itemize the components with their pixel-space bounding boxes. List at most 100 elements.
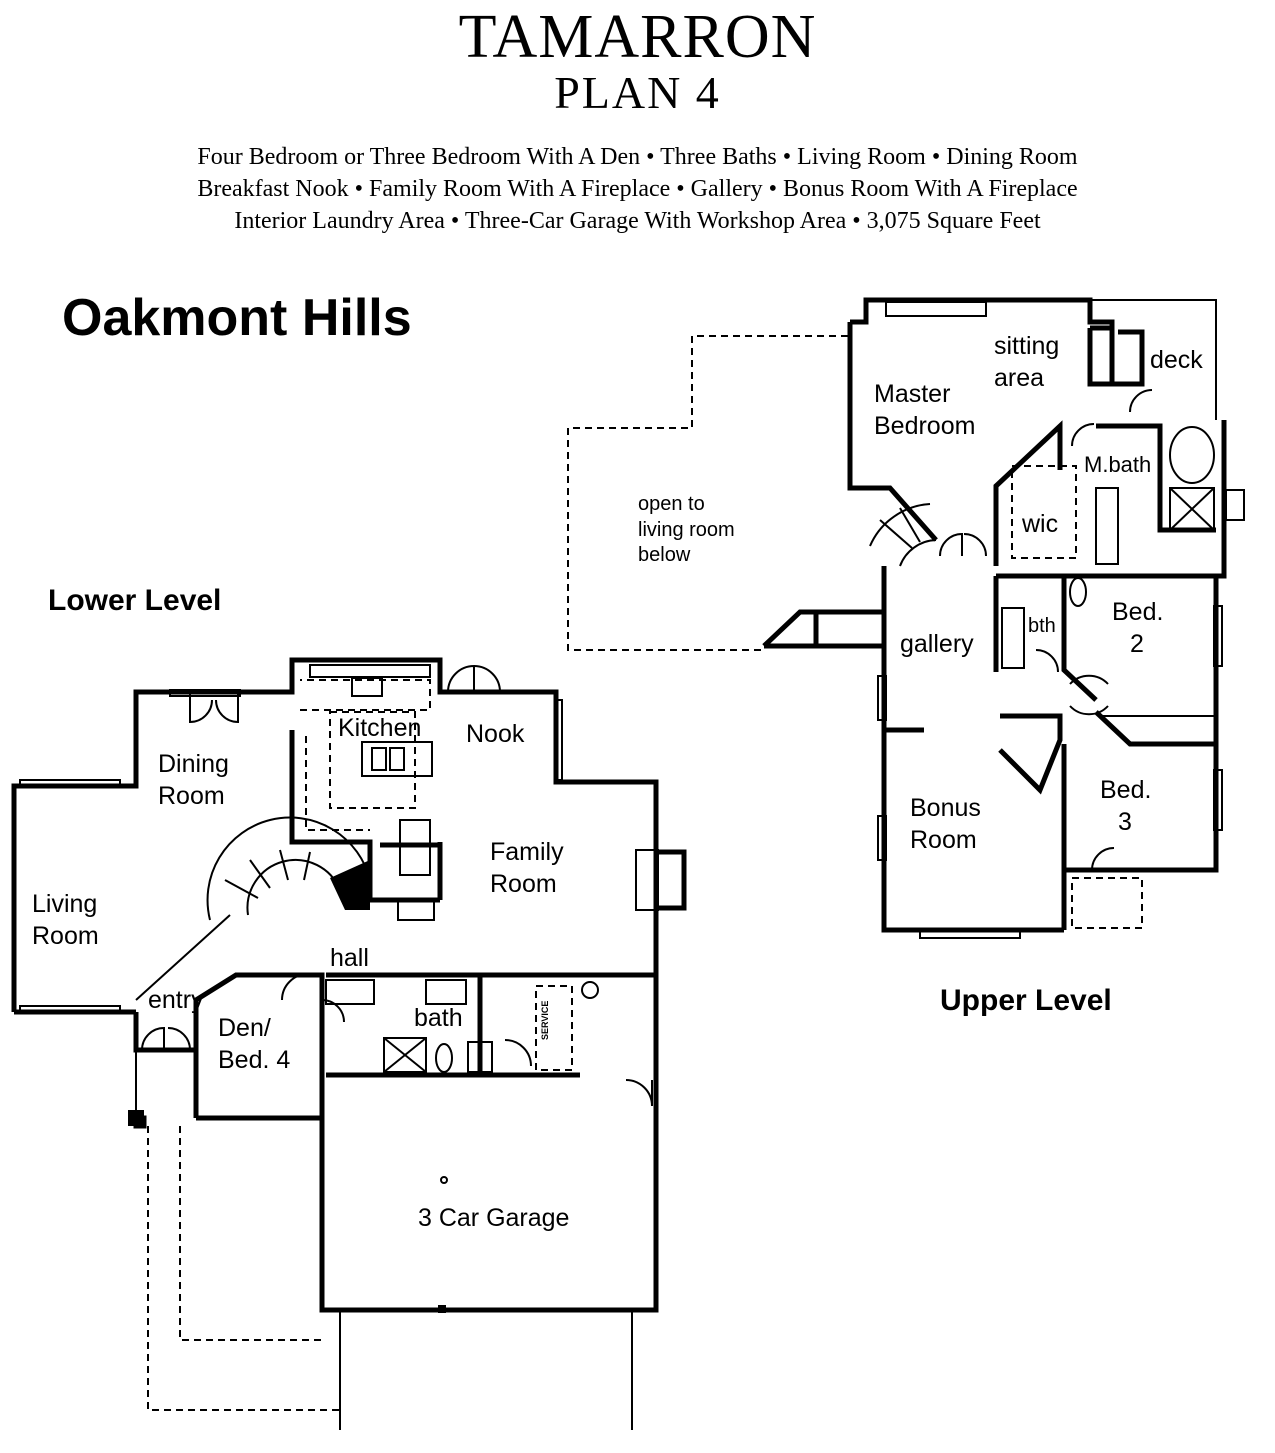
bed3-closet xyxy=(1071,877,1143,929)
garage-wall xyxy=(319,972,659,1313)
upper-stair-inner xyxy=(899,539,937,567)
wic-shelving xyxy=(1011,465,1077,559)
sitting-fireplace xyxy=(1087,325,1115,387)
bth-vanity xyxy=(1001,607,1025,669)
mbath-tub xyxy=(1169,426,1215,484)
room-living-line1: Living xyxy=(32,890,97,918)
room-wic: wic xyxy=(1021,510,1058,538)
bed2-window xyxy=(1213,605,1223,667)
toilet xyxy=(435,1043,453,1073)
room-family-line2: Room xyxy=(490,870,557,898)
lower-stair-inner xyxy=(246,858,341,916)
service-label: SERVICE xyxy=(540,1001,550,1040)
deck-door xyxy=(1129,389,1153,413)
features-line-1: Four Bedroom or Three Bedroom With A Den… xyxy=(197,144,1078,170)
bed3-wall xyxy=(1094,710,1216,747)
living-window-n xyxy=(19,779,121,787)
nook-window xyxy=(555,699,563,781)
bed2-door xyxy=(1069,674,1109,685)
room-bed3-line2: 3 xyxy=(1118,808,1132,836)
bed3-door xyxy=(1091,847,1115,871)
stair-tread-3 xyxy=(279,849,289,881)
garage-door-post xyxy=(438,1305,446,1313)
bonus-fireplace xyxy=(998,713,1063,795)
room-sitting-line1: sitting xyxy=(994,332,1059,360)
den-door xyxy=(281,973,309,1001)
room-sitting-line2: area xyxy=(994,364,1044,392)
room-master-line1: Master xyxy=(874,380,950,408)
bath-vanity xyxy=(325,979,375,1005)
room-master-line2: Bedroom xyxy=(874,412,975,440)
room-garage: 3 Car Garage xyxy=(418,1204,569,1232)
sitting-window xyxy=(885,301,987,317)
room-bed2-line1: Bed. xyxy=(1112,598,1163,626)
garage-door-side xyxy=(625,1079,653,1107)
room-nook: Nook xyxy=(466,720,525,748)
open-below-line2: living room xyxy=(638,519,735,541)
lower-stair-outer xyxy=(206,816,371,921)
open-below-line1: open to xyxy=(638,493,705,515)
bth-toilet xyxy=(1069,577,1087,607)
shower xyxy=(383,1037,427,1073)
room-den-line1: Den/ xyxy=(218,1014,271,1042)
mbath-shower xyxy=(1169,487,1215,531)
porch-post-outline xyxy=(133,1115,147,1129)
open-to-below-outline xyxy=(567,335,848,651)
refrigerator xyxy=(399,819,431,876)
gallery-window xyxy=(877,675,887,721)
walkway xyxy=(147,1126,340,1411)
room-hall: hall xyxy=(330,944,369,972)
garage-panel xyxy=(581,981,599,999)
stair-ledge xyxy=(762,609,887,649)
room-entry: entry xyxy=(148,986,204,1014)
upper-stair-outer xyxy=(869,503,931,547)
water-heater xyxy=(467,1041,493,1073)
living-window-s xyxy=(19,1005,121,1013)
desk xyxy=(397,899,435,921)
room-bth: bth xyxy=(1028,615,1056,637)
bath-vanity-2 xyxy=(425,979,467,1005)
bed2-wall xyxy=(1061,576,1098,702)
bonus-window xyxy=(919,929,1021,939)
nook-door-right xyxy=(473,665,501,693)
walkway-inner xyxy=(179,1126,322,1341)
bonus-window-west xyxy=(877,815,887,861)
shower-x2 xyxy=(383,1037,427,1073)
family-fireplace xyxy=(656,849,687,911)
room-bonus-line2: Room xyxy=(910,826,977,854)
garage-drain xyxy=(440,1176,448,1184)
master-door-right xyxy=(963,533,987,557)
dining-door-left xyxy=(189,694,213,724)
room-kitchen: Kitchen xyxy=(338,714,421,742)
entry-wall xyxy=(133,1012,196,1053)
mbath-door xyxy=(1071,423,1095,447)
lower-exterior-wall xyxy=(11,657,659,1012)
stair-landing xyxy=(330,860,370,910)
room-living-line2: Room xyxy=(32,922,99,950)
room-den-line2: Bed. 4 xyxy=(218,1046,290,1074)
stair-tread-1 xyxy=(224,879,259,899)
plan-title: TAMARRON xyxy=(458,3,817,71)
dining-door-right xyxy=(215,694,239,724)
mbath-shower-x2 xyxy=(1169,487,1215,531)
island-sink-2 xyxy=(389,747,405,771)
kitchen-island xyxy=(361,741,433,777)
lower-level-label: Lower Level xyxy=(48,584,222,617)
service-door xyxy=(504,1039,532,1067)
bed3-door-top xyxy=(1069,705,1109,716)
kitchen-counter-side xyxy=(305,736,370,831)
dining-window xyxy=(169,689,241,697)
room-dining-line1: Dining xyxy=(158,750,229,778)
open-below-line3: below xyxy=(638,544,691,566)
island-sink xyxy=(371,747,387,771)
entry-door-right xyxy=(167,1027,191,1051)
plan-number: PLAN 4 xyxy=(554,67,721,118)
upper-stair-tread-1 xyxy=(879,519,913,549)
room-bed3-line1: Bed. xyxy=(1100,776,1151,804)
upper-level-plan: sitting area deck Master Bedroom M.bath … xyxy=(567,297,1245,939)
kitchen-work-area xyxy=(329,711,416,809)
den-wall xyxy=(193,972,325,1121)
fireplace-hearth xyxy=(635,849,659,911)
wic-wall xyxy=(993,420,1063,566)
